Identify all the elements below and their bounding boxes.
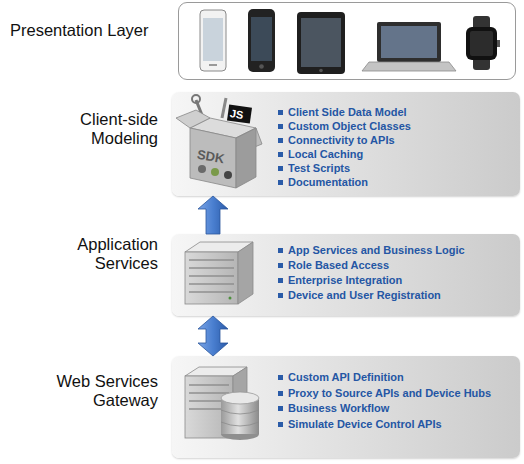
flow-arrow [198, 316, 228, 356]
bullet-square [278, 293, 283, 298]
bullet-square [278, 391, 283, 396]
bullet-square [278, 124, 283, 129]
layer-heading: Application Services [40, 235, 158, 273]
bullet-text: Device and User Registration [288, 289, 441, 302]
bullet-square [278, 166, 283, 171]
bullet-text: Connectivity to APIs [288, 134, 395, 147]
bullet-text: Local Caching [288, 148, 363, 161]
bullet-square [278, 406, 283, 411]
bullet-square [278, 180, 283, 185]
bullet-square [278, 138, 283, 143]
layer-heading: Presentation Layer [10, 21, 175, 40]
bullet-square [278, 375, 283, 380]
layer-band: Client-side Modeling Client Side Data Mod… [0, 92, 524, 196]
bullet-text: Simulate Device Control APIs [288, 418, 442, 431]
bullet-square [278, 110, 283, 115]
layer-band: Application Services App Services and Bus… [0, 234, 524, 316]
bullet-text: Proxy to Source APIs and Device Hubs [288, 387, 491, 400]
icon-label: JS [229, 106, 244, 122]
layer-band: Web Services Gateway Custom API Definitio… [0, 356, 524, 458]
bullet-text: Business Workflow [288, 402, 389, 415]
bullet-text: Custom Object Classes [288, 120, 411, 133]
bullet-text: Client Side Data Model [288, 106, 407, 119]
bullet-text: Custom API Definition [288, 371, 404, 384]
bullet-text: App Services and Business Logic [288, 244, 465, 257]
bullet-square [278, 422, 283, 427]
bullet-square [278, 152, 283, 157]
layer-heading: Client-side Modeling [40, 110, 158, 148]
layer-panel [178, 2, 516, 80]
bullet-text: Enterprise Integration [288, 274, 402, 287]
bullet-text: Test Scripts [288, 162, 350, 175]
layer-box: Presentation Layer [0, 2, 524, 82]
bullet-text: Documentation [288, 176, 368, 189]
layer-heading: Web Services Gateway [40, 372, 158, 410]
bullet-square [278, 278, 283, 283]
bullet-square [278, 248, 283, 253]
bullet-text: Role Based Access [288, 259, 389, 272]
bullet-square [278, 263, 283, 268]
flow-arrow [198, 196, 228, 234]
